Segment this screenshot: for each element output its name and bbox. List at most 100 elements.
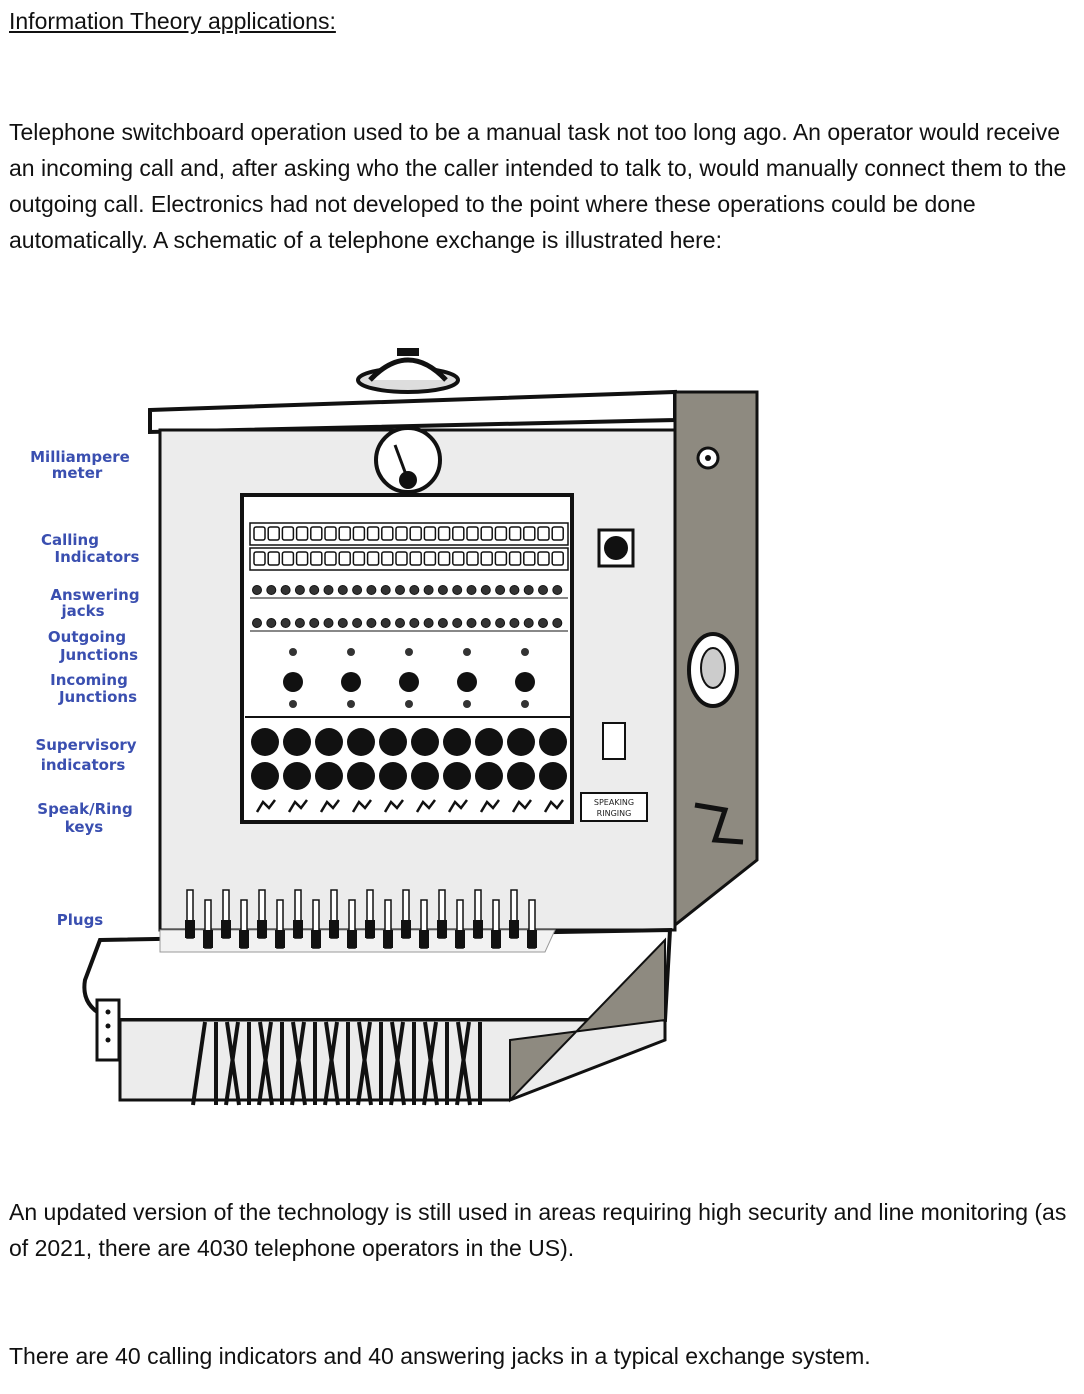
supervisory-indicator	[507, 728, 535, 756]
fact-paragraph: There are 40 calling indicators and 40 a…	[9, 1338, 1069, 1374]
ringing-label: RINGING	[597, 809, 632, 818]
supervisory-indicator	[539, 728, 567, 756]
calling-indicator	[410, 552, 421, 565]
supervisory-indicator	[539, 762, 567, 790]
junction-dot	[463, 700, 471, 708]
plug-base	[221, 920, 231, 938]
calling-indicator	[353, 527, 364, 540]
lower-left-bracket	[97, 1000, 119, 1060]
plug-base	[275, 930, 285, 948]
calling-indicator	[311, 527, 322, 540]
calling-indicator	[453, 527, 464, 540]
outgoing-junction	[347, 648, 355, 656]
answering-jack	[367, 619, 376, 628]
calling-indicator	[339, 552, 350, 565]
top-bar	[150, 392, 675, 432]
calling-indicator	[538, 527, 549, 540]
calling-indicator	[453, 552, 464, 565]
calling-indicator	[282, 552, 293, 565]
intro-paragraph: Telephone switchboard operation used to …	[9, 114, 1069, 258]
supervisory-indicator	[443, 762, 471, 790]
lamp	[604, 536, 628, 560]
calling-indicator	[368, 552, 379, 565]
incoming-junction	[515, 672, 535, 692]
answering-jack	[310, 619, 319, 628]
label-supervisory-2: indicators	[41, 756, 126, 774]
answering-jack	[410, 619, 419, 628]
supervisory-indicator	[475, 762, 503, 790]
plug-base	[419, 930, 429, 948]
answering-jack	[510, 586, 519, 595]
plug-base	[293, 920, 303, 938]
bracket-dot-1	[106, 1010, 111, 1015]
answering-jack	[510, 619, 519, 628]
calling-indicator	[510, 527, 521, 540]
answering-jack	[338, 619, 347, 628]
calling-indicator	[268, 527, 279, 540]
answering-jack	[324, 586, 333, 595]
calling-indicator	[353, 552, 364, 565]
answering-jack	[467, 586, 476, 595]
answering-jack	[453, 619, 462, 628]
top-dome	[370, 360, 446, 380]
label-calling-2: Indicators	[55, 548, 140, 566]
label-speak-ring-1: Speak/Ring	[37, 800, 132, 818]
supervisory-indicator	[443, 728, 471, 756]
plug-base	[365, 920, 375, 938]
answering-jack	[438, 619, 447, 628]
junction-dot	[405, 700, 413, 708]
plug-base	[257, 920, 267, 938]
calling-indicator	[325, 552, 336, 565]
calling-indicator	[524, 527, 535, 540]
plug-base	[509, 920, 519, 938]
answering-jack	[524, 586, 533, 595]
plug-base	[239, 930, 249, 948]
supervisory-indicator	[315, 762, 343, 790]
plug-base	[185, 920, 195, 938]
answering-jack	[267, 586, 276, 595]
label-speak-ring-2: keys	[65, 818, 104, 836]
answering-jack	[295, 586, 304, 595]
answering-jack	[267, 619, 276, 628]
plug-base	[311, 930, 321, 948]
plug-base	[491, 930, 501, 948]
supervisory-indicator	[507, 762, 535, 790]
speaking-label: SPEAKING	[594, 798, 634, 807]
calling-indicator	[282, 527, 293, 540]
calling-indicator	[410, 527, 421, 540]
calling-indicator	[524, 552, 535, 565]
calling-indicator	[424, 552, 435, 565]
supervisory-indicator	[379, 762, 407, 790]
calling-indicator	[297, 527, 308, 540]
answering-jack	[553, 586, 562, 595]
supervisory-indicator	[411, 762, 439, 790]
supervisory-indicator	[251, 728, 279, 756]
calling-indicator	[297, 552, 308, 565]
plug-base	[401, 920, 411, 938]
calling-indicator	[439, 552, 450, 565]
answering-jack	[539, 586, 548, 595]
calling-indicator	[382, 552, 393, 565]
bracket-dot-3	[106, 1038, 111, 1043]
plug-base	[455, 930, 465, 948]
dome-handle	[397, 348, 419, 356]
plug-base	[437, 920, 447, 938]
answering-jack	[353, 586, 362, 595]
answering-jack	[381, 619, 390, 628]
calling-indicator	[439, 527, 450, 540]
answering-jack	[381, 586, 390, 595]
page-heading: Information Theory applications:	[9, 8, 336, 35]
supervisory-indicator	[315, 728, 343, 756]
update-paragraph: An updated version of the technology is …	[9, 1194, 1069, 1266]
supervisory-indicator	[347, 728, 375, 756]
calling-indicator	[254, 552, 265, 565]
label-calling-1: Calling	[41, 531, 99, 549]
calling-indicator	[325, 527, 336, 540]
label-outgoing-1: Outgoing	[48, 628, 126, 646]
label-incoming-1: Incoming	[50, 671, 128, 689]
calling-indicator	[510, 552, 521, 565]
answering-jack	[367, 586, 376, 595]
outgoing-junction	[463, 648, 471, 656]
answering-jack	[310, 586, 319, 595]
answering-jack	[253, 586, 262, 595]
